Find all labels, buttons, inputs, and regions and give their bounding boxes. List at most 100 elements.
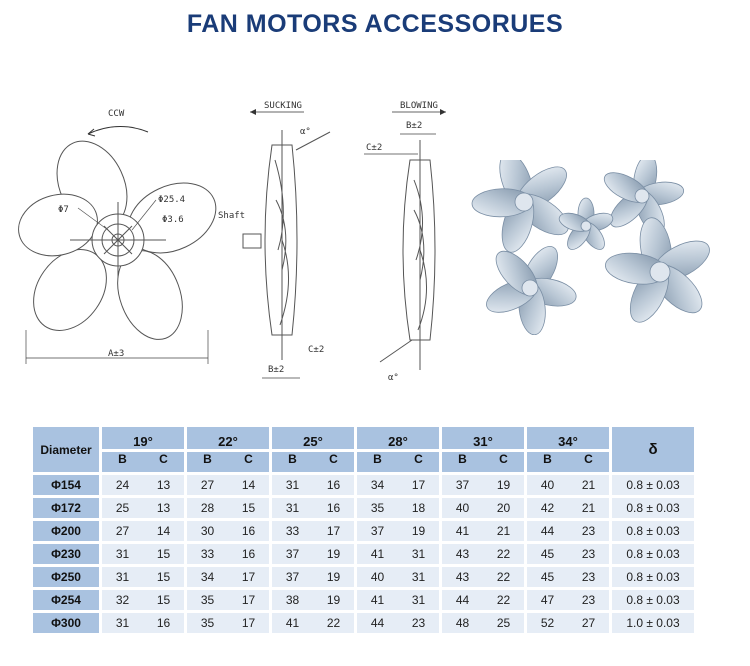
diameter-cell: Φ254 — [33, 590, 99, 610]
b-value: 31 — [115, 616, 130, 630]
b-value: 48 — [455, 616, 470, 630]
b-value: 37 — [285, 547, 300, 561]
c-tol-sucking: C±2 — [308, 345, 324, 355]
shaft — [242, 233, 262, 249]
width-dim-label: A±3 — [108, 349, 124, 359]
b-value: 37 — [285, 570, 300, 584]
angle-group-cell: 35 17 — [187, 613, 269, 633]
c-column-label: C — [414, 452, 423, 466]
b-value: 41 — [455, 524, 470, 538]
c-value: 25 — [496, 616, 511, 630]
c-column-label: C — [244, 452, 253, 466]
b-column-label: B — [458, 452, 467, 466]
angle-group-cell: 33 17 — [272, 521, 354, 541]
b-value: 42 — [540, 501, 555, 515]
c-value: 19 — [496, 478, 511, 492]
b-value: 40 — [540, 478, 555, 492]
shaft-label: Shaft — [218, 211, 245, 221]
b-column-label: B — [543, 452, 552, 466]
c-value: 15 — [156, 593, 171, 607]
sucking-label: SUCKING — [264, 101, 302, 111]
page-title: FAN MOTORS ACCESSORUES — [186, 10, 564, 38]
b-tol-sucking: B±2 — [268, 365, 284, 375]
b-value: 35 — [200, 616, 215, 630]
c-value: 19 — [411, 524, 426, 538]
angle-group-cell: 40 20 — [442, 498, 524, 518]
b-value: 43 — [455, 570, 470, 584]
b-value: 38 — [285, 593, 300, 607]
c-value: 17 — [241, 616, 256, 630]
fan-blades-photo — [471, 160, 710, 335]
angle-header: 34° — [527, 427, 609, 449]
b-value: 33 — [285, 524, 300, 538]
rotation-arrow — [87, 126, 149, 135]
c-value: 15 — [241, 501, 256, 515]
c-value: 18 — [411, 501, 426, 515]
delta-cell: 0.8 ± 0.03 — [612, 521, 694, 541]
hub-outer-dim: Φ25.4 — [158, 195, 185, 205]
angle-group-cell: 37 19 — [272, 567, 354, 587]
c-value: 15 — [156, 570, 171, 584]
b-value: 34 — [200, 570, 215, 584]
blowing-label: BLOWING — [400, 101, 438, 111]
rotation-label: CCW — [108, 109, 125, 119]
c-value: 23 — [581, 524, 596, 538]
technical-drawing: CCW Φ7 Φ25.4 Φ3.6 A±3 SUCKING Shaft α° C… — [18, 101, 446, 383]
b-value: 45 — [540, 547, 555, 561]
hole-dim: Φ7 — [58, 205, 69, 215]
b-value: 24 — [115, 478, 130, 492]
diameter-cell: Φ200 — [33, 521, 99, 541]
b-tol-blowing: B±2 — [406, 121, 422, 131]
b-value: 30 — [200, 524, 215, 538]
b-column-label: B — [288, 452, 297, 466]
c-column-label: C — [329, 452, 338, 466]
c-value: 22 — [496, 547, 511, 561]
c-value: 19 — [326, 570, 341, 584]
b-value: 40 — [455, 501, 470, 515]
c-value: 31 — [411, 547, 426, 561]
b-value: 40 — [370, 570, 385, 584]
c-value: 23 — [581, 593, 596, 607]
c-value: 23 — [581, 547, 596, 561]
fan-front-view — [18, 140, 217, 340]
angle-group-cell: 48 25 — [442, 613, 524, 633]
angle-label-blowing: α° — [388, 373, 399, 383]
c-value: 15 — [156, 547, 171, 561]
b-value: 35 — [370, 501, 385, 515]
b-value: 45 — [540, 570, 555, 584]
c-value: 27 — [581, 616, 596, 630]
b-value: 41 — [285, 616, 300, 630]
b-column-label: B — [118, 452, 127, 466]
c-value: 31 — [411, 570, 426, 584]
b-value: 41 — [370, 593, 385, 607]
c-value: 17 — [326, 524, 341, 538]
c-value: 20 — [496, 501, 511, 515]
fan-side-view-blowing — [379, 140, 436, 370]
c-column-label: C — [499, 452, 508, 466]
diameter-cell: Φ172 — [33, 498, 99, 518]
b-value: 27 — [200, 478, 215, 492]
